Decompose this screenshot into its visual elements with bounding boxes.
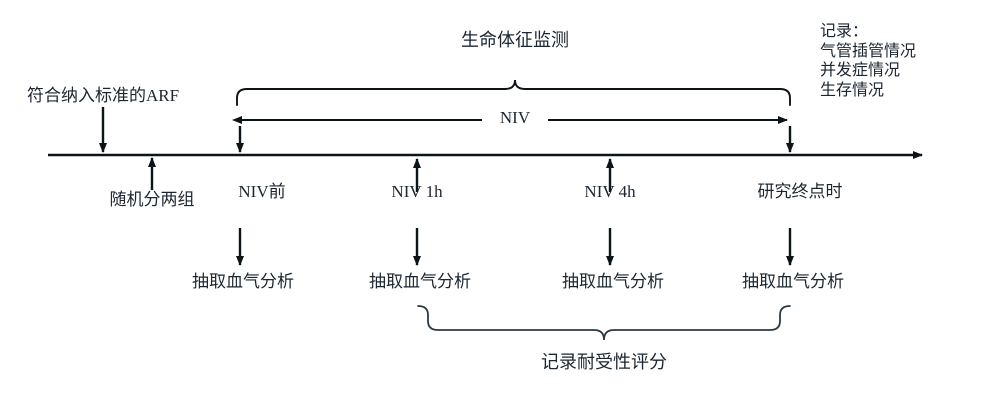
record-line-complications: 并发症情况 <box>820 62 901 80</box>
monitoring-brace <box>236 79 791 106</box>
timepoint-label-pre-niv: NIV前 <box>238 182 286 201</box>
tolerance-brace <box>417 305 791 341</box>
timepoint-label-niv-4h: NIV 4h <box>584 182 636 201</box>
sample-label-pre-niv: 抽取血气分析 <box>192 272 294 291</box>
timepoint-label-niv-1h: NIV 1h <box>391 182 443 201</box>
sample-label-endpoint: 抽取血气分析 <box>742 272 844 291</box>
sample-label-niv-4h: 抽取血气分析 <box>562 272 664 291</box>
record-block: 记录： 气管插管情况 并发症情况 生存情况 <box>820 22 916 100</box>
timepoint-label-endpoint: 研究终点时 <box>757 182 843 201</box>
tolerance-score-label: 记录耐受性评分 <box>541 352 667 372</box>
niv-span-label: NIV <box>490 108 540 129</box>
record-line-intubation: 气管插管情况 <box>820 42 917 60</box>
sample-label-niv-1h: 抽取血气分析 <box>369 272 471 291</box>
vital-monitoring-label: 生命体征监测 <box>461 30 569 50</box>
record-line-survival: 生存情况 <box>820 81 885 99</box>
record-heading: 记录： <box>820 23 869 40</box>
entry-criteria-label: 符合纳入标准的ARF <box>26 86 180 105</box>
randomization-label: 随机分两组 <box>109 190 195 209</box>
